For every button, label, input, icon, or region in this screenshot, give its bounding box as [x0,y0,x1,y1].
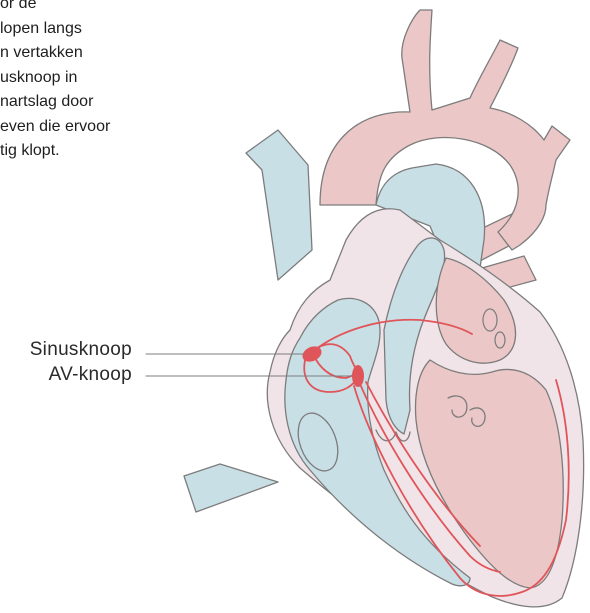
superior-vena-cava [246,130,312,280]
inferior-vena-cava [184,464,278,512]
pulmonary-vein-opening [483,309,497,331]
pulmonary-vein-opening [495,332,505,348]
av-knoop-node [352,365,364,387]
